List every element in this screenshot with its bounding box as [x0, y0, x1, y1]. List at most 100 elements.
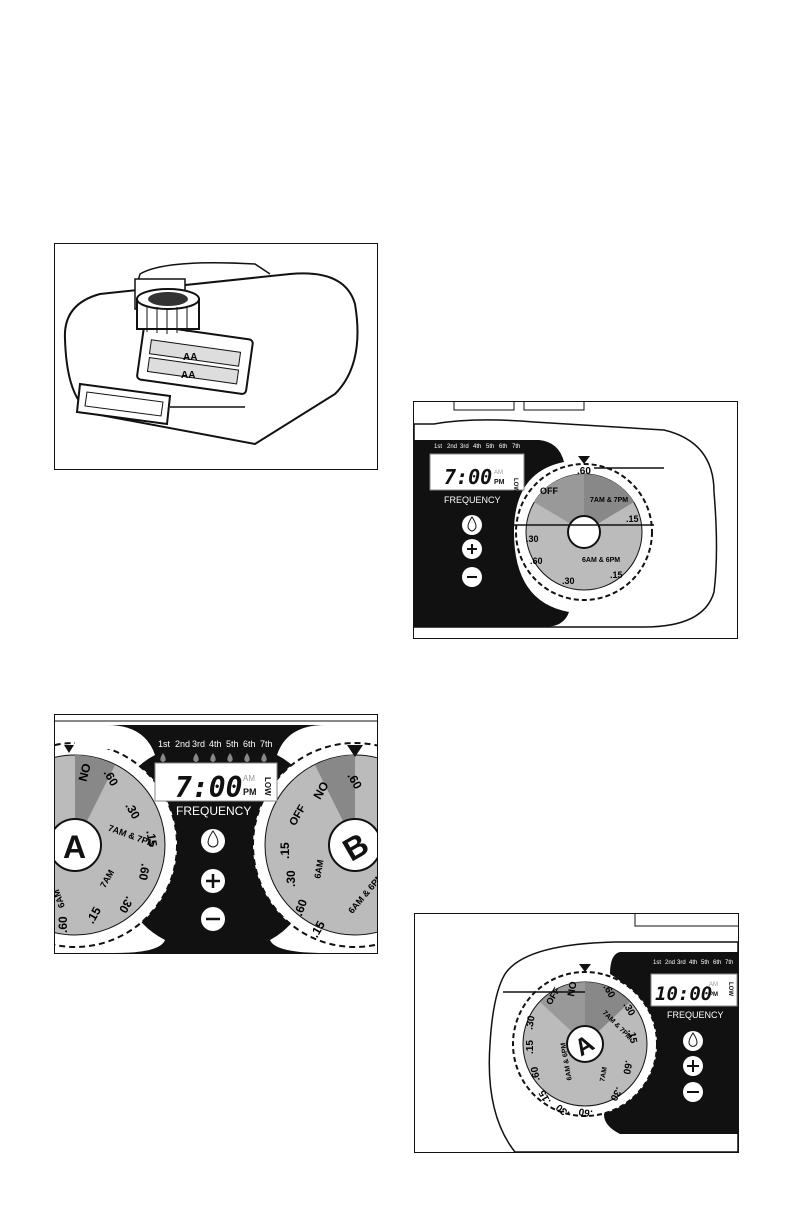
dial-label: .30: [524, 1014, 537, 1030]
dial-label: .15: [610, 570, 623, 580]
pointer-icon: [578, 456, 590, 464]
minus-button[interactable]: [201, 907, 225, 931]
svg-text:4th: 4th: [209, 739, 222, 749]
lcd-low: LOW: [512, 478, 518, 492]
water-drop-icon: [688, 1032, 698, 1047]
battery-label-1: AA: [183, 352, 197, 363]
dial-a-label: .60: [136, 863, 153, 882]
lcd-am: AM: [494, 470, 503, 476]
controller-illustration-4: A NO .60 OFF .30 7AM & 7PM .15 .30 .60 .…: [415, 914, 738, 1152]
svg-text:7th: 7th: [512, 444, 520, 450]
pointer-icon: [64, 745, 74, 753]
dial-b: B: [252, 742, 377, 948]
frequency-label: FREQUENCY: [444, 495, 501, 505]
plus-icon: [687, 1060, 699, 1072]
svg-text:5th: 5th: [486, 444, 494, 450]
water-drop-icon: [467, 516, 477, 532]
svg-text:7th: 7th: [260, 739, 273, 749]
controller-illustration-2: .60 OFF 7AM & 7PM .15 .30 .60 6AM & 6PM …: [414, 402, 737, 638]
water-drop-button[interactable]: [683, 1031, 703, 1051]
dial-label: OFF: [540, 486, 558, 496]
water-drop-button[interactable]: [201, 829, 225, 853]
lcd-pm: PM: [494, 479, 505, 486]
svg-text:4th: 4th: [473, 444, 481, 450]
svg-text:5th: 5th: [226, 739, 239, 749]
lcd-low: LOW: [727, 982, 733, 996]
lcd-am: AM: [709, 982, 718, 988]
svg-text:2nd: 2nd: [447, 444, 457, 450]
svg-text:6th: 6th: [713, 960, 721, 966]
dial-label: 7AM & 7PM: [590, 497, 628, 504]
lcd-pm: PM: [709, 992, 718, 998]
svg-text:4th: 4th: [689, 960, 697, 966]
plus-button[interactable]: [462, 539, 482, 559]
hose-connector: [136, 288, 200, 334]
dial-a-label: .60: [56, 916, 70, 933]
pointer-icon: [579, 964, 591, 972]
lcd-display: 10:00 AM PM LOW: [650, 973, 738, 1007]
dial-a: A: [512, 971, 658, 1117]
svg-text:1st: 1st: [158, 739, 171, 749]
dial-b-label: .15: [278, 842, 292, 859]
svg-text:2nd: 2nd: [665, 960, 675, 966]
day-label-row: 1st 2nd 3rd 4th 5th 6th 7th: [158, 739, 273, 749]
day-label-row: 1st 2nd 3rd 4th 5th 6th 7th: [653, 960, 733, 966]
lcd-pm: PM: [243, 787, 257, 797]
plus-icon: [206, 874, 220, 888]
dial-label: .60: [577, 1105, 593, 1118]
svg-text:7th: 7th: [725, 960, 733, 966]
dial-a-label: 6AM: [55, 888, 67, 909]
minus-button[interactable]: [683, 1082, 703, 1102]
dial-label: .15: [626, 514, 639, 524]
figure-battery-compartment: AA AA: [54, 243, 378, 470]
figure-control-panel: A NO .60 .30 7AM & 7PM .15 .60 7AM .30 6…: [54, 714, 378, 954]
battery-illustration: AA AA: [63, 262, 359, 446]
lcd-time: 7:00: [175, 771, 242, 804]
lcd-display: 7:00 AM PM LOW: [429, 453, 525, 492]
water-drop-icon: [207, 830, 219, 848]
frequency-label: FREQUENCY: [667, 1010, 724, 1020]
svg-text:3rd: 3rd: [192, 739, 205, 749]
dial-b-label: .60: [291, 897, 310, 918]
plus-button[interactable]: [201, 869, 225, 893]
day-label-row: 1st 2nd 3rd 4th 5th 6th 7th: [434, 444, 520, 450]
dial-label: NO: [566, 980, 579, 997]
dial-a-letter: A: [63, 829, 86, 865]
label-tab: [75, 729, 127, 749]
figure-dial-a: A NO .60 OFF .30 7AM & 7PM .15 .30 .60 .…: [414, 913, 739, 1153]
dial-b-label: .30: [284, 870, 298, 887]
dial-label: .60: [577, 466, 591, 477]
dial-label: 7AM: [599, 1066, 608, 1082]
svg-text:1st: 1st: [434, 444, 442, 450]
dial-label: .60: [529, 1065, 542, 1081]
dial-label: .15: [625, 1029, 638, 1045]
dial-label: .60: [530, 556, 543, 566]
lcd-low: LOW: [263, 777, 272, 796]
dial-label: .30: [562, 576, 575, 586]
pointer-icon: [347, 745, 363, 757]
svg-text:2nd: 2nd: [175, 739, 190, 749]
dial-label: .30: [526, 534, 539, 544]
dial-a-label: .15: [143, 829, 160, 848]
dial-label: 6AM & 6PM: [582, 557, 620, 564]
plus-icon: [467, 544, 477, 554]
svg-text:6th: 6th: [499, 444, 507, 450]
svg-text:3rd: 3rd: [677, 960, 686, 966]
svg-text:5th: 5th: [701, 960, 709, 966]
water-drop-button[interactable]: [462, 515, 482, 535]
dial-2: [515, 463, 653, 601]
svg-text:3rd: 3rd: [460, 444, 469, 450]
svg-text:1st: 1st: [653, 960, 661, 966]
lcd-time: 7:00: [444, 465, 492, 489]
water-drop-indicators: [160, 753, 267, 762]
controller-illustration-3: A NO .60 .30 7AM & 7PM .15 .60 7AM .30 6…: [55, 715, 377, 953]
figure-frequency-button: .60 OFF 7AM & 7PM .15 .30 .60 6AM & 6PM …: [413, 401, 738, 639]
plus-button[interactable]: [683, 1056, 703, 1076]
dial-label: .15: [525, 1040, 536, 1054]
svg-text:6th: 6th: [243, 739, 256, 749]
lcd-am: AM: [243, 774, 255, 783]
minus-button[interactable]: [462, 567, 482, 587]
lcd-display: 7:00 AM PM LOW: [154, 762, 278, 804]
frequency-label: FREQUENCY: [176, 804, 251, 818]
dial-label: .60: [620, 1060, 633, 1076]
